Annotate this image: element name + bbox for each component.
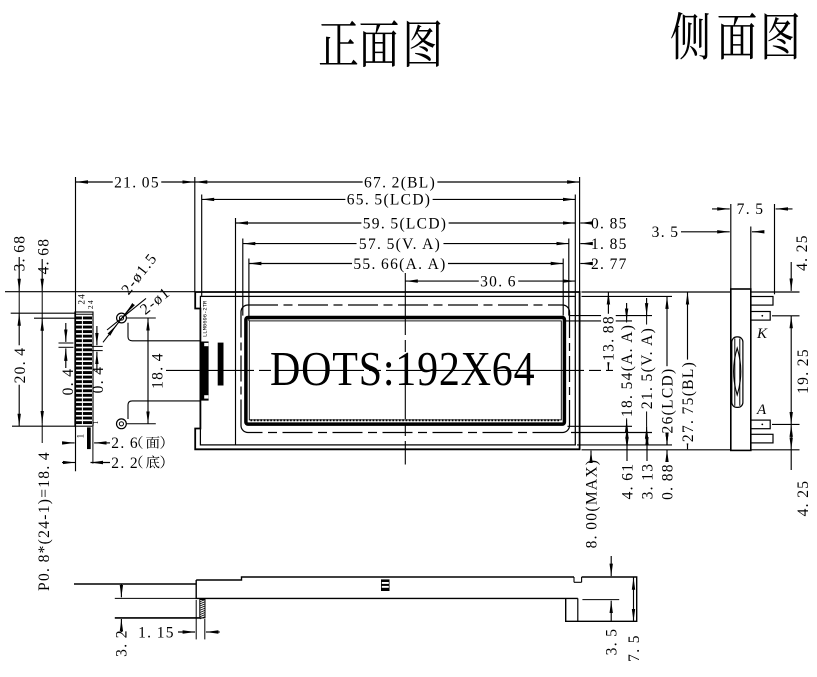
svg-text:57. 5(V. A): 57. 5(V. A)	[359, 236, 441, 253]
svg-text:67. 2(BL): 67. 2(BL)	[364, 174, 436, 191]
svg-text:LLM0696-2TR: LLM0696-2TR	[201, 300, 208, 337]
svg-text:0. 4: 0. 4	[60, 368, 77, 396]
svg-text:3. 5: 3. 5	[652, 224, 680, 241]
svg-text:59. 5(LCD): 59. 5(LCD)	[363, 215, 448, 232]
svg-text:21. 05: 21. 05	[114, 174, 160, 191]
svg-text:55. 66(A. A): 55. 66(A. A)	[353, 256, 446, 273]
svg-text:18. 4: 18. 4	[149, 352, 166, 389]
svg-text:18. 54(A. A): 18. 54(A. A)	[619, 324, 636, 417]
svg-text:0. 85: 0. 85	[591, 215, 628, 232]
svg-text:4. 25: 4. 25	[795, 480, 812, 517]
svg-text:3. 13: 3. 13	[639, 463, 656, 500]
svg-text:1: 1	[91, 419, 100, 424]
svg-text:3. 68: 3. 68	[12, 235, 29, 272]
svg-text:2. 77: 2. 77	[591, 256, 628, 273]
svg-text:4. 25: 4. 25	[794, 234, 811, 271]
svg-text:8. 00(MAX): 8. 00(MAX)	[583, 459, 600, 549]
svg-text:27. 75(BL): 27. 75(BL)	[680, 361, 697, 442]
svg-text:0. 4: 0. 4	[90, 366, 107, 394]
svg-text:K: K	[756, 326, 768, 342]
svg-text:DOTS:192X64: DOTS:192X64	[270, 341, 535, 396]
svg-text:13. 88: 13. 88	[601, 315, 618, 361]
svg-text:3. 5: 3. 5	[604, 628, 621, 656]
svg-text:2. 6: 2. 6	[111, 435, 139, 452]
svg-text:A: A	[756, 402, 767, 418]
svg-text:2. 2: 2. 2	[111, 455, 139, 472]
svg-text:20. 4: 20. 4	[12, 347, 29, 384]
svg-text:19. 25: 19. 25	[795, 348, 812, 394]
svg-text:4. 68: 4. 68	[35, 238, 52, 275]
svg-text:30. 6: 30. 6	[480, 273, 517, 290]
svg-text:0. 88: 0. 88	[659, 463, 676, 500]
svg-text:1. 15: 1. 15	[138, 624, 175, 641]
svg-text:24: 24	[77, 293, 87, 305]
svg-text:4. 61: 4. 61	[619, 463, 636, 500]
svg-text:21. 5(V. A): 21. 5(V. A)	[639, 327, 656, 409]
svg-text:1: 1	[76, 433, 86, 439]
svg-text:24: 24	[86, 299, 95, 309]
svg-text:1. 85: 1. 85	[591, 236, 628, 253]
svg-text:3. 2: 3. 2	[114, 629, 131, 657]
svg-text:7. 5: 7. 5	[737, 201, 765, 218]
svg-text:7. 5: 7. 5	[626, 634, 643, 662]
svg-text:P0. 8*(24-1)=18. 4: P0. 8*(24-1)=18. 4	[36, 451, 53, 591]
svg-text:65. 5(LCD): 65. 5(LCD)	[347, 192, 432, 209]
svg-text:26(LCD): 26(LCD)	[659, 368, 676, 434]
